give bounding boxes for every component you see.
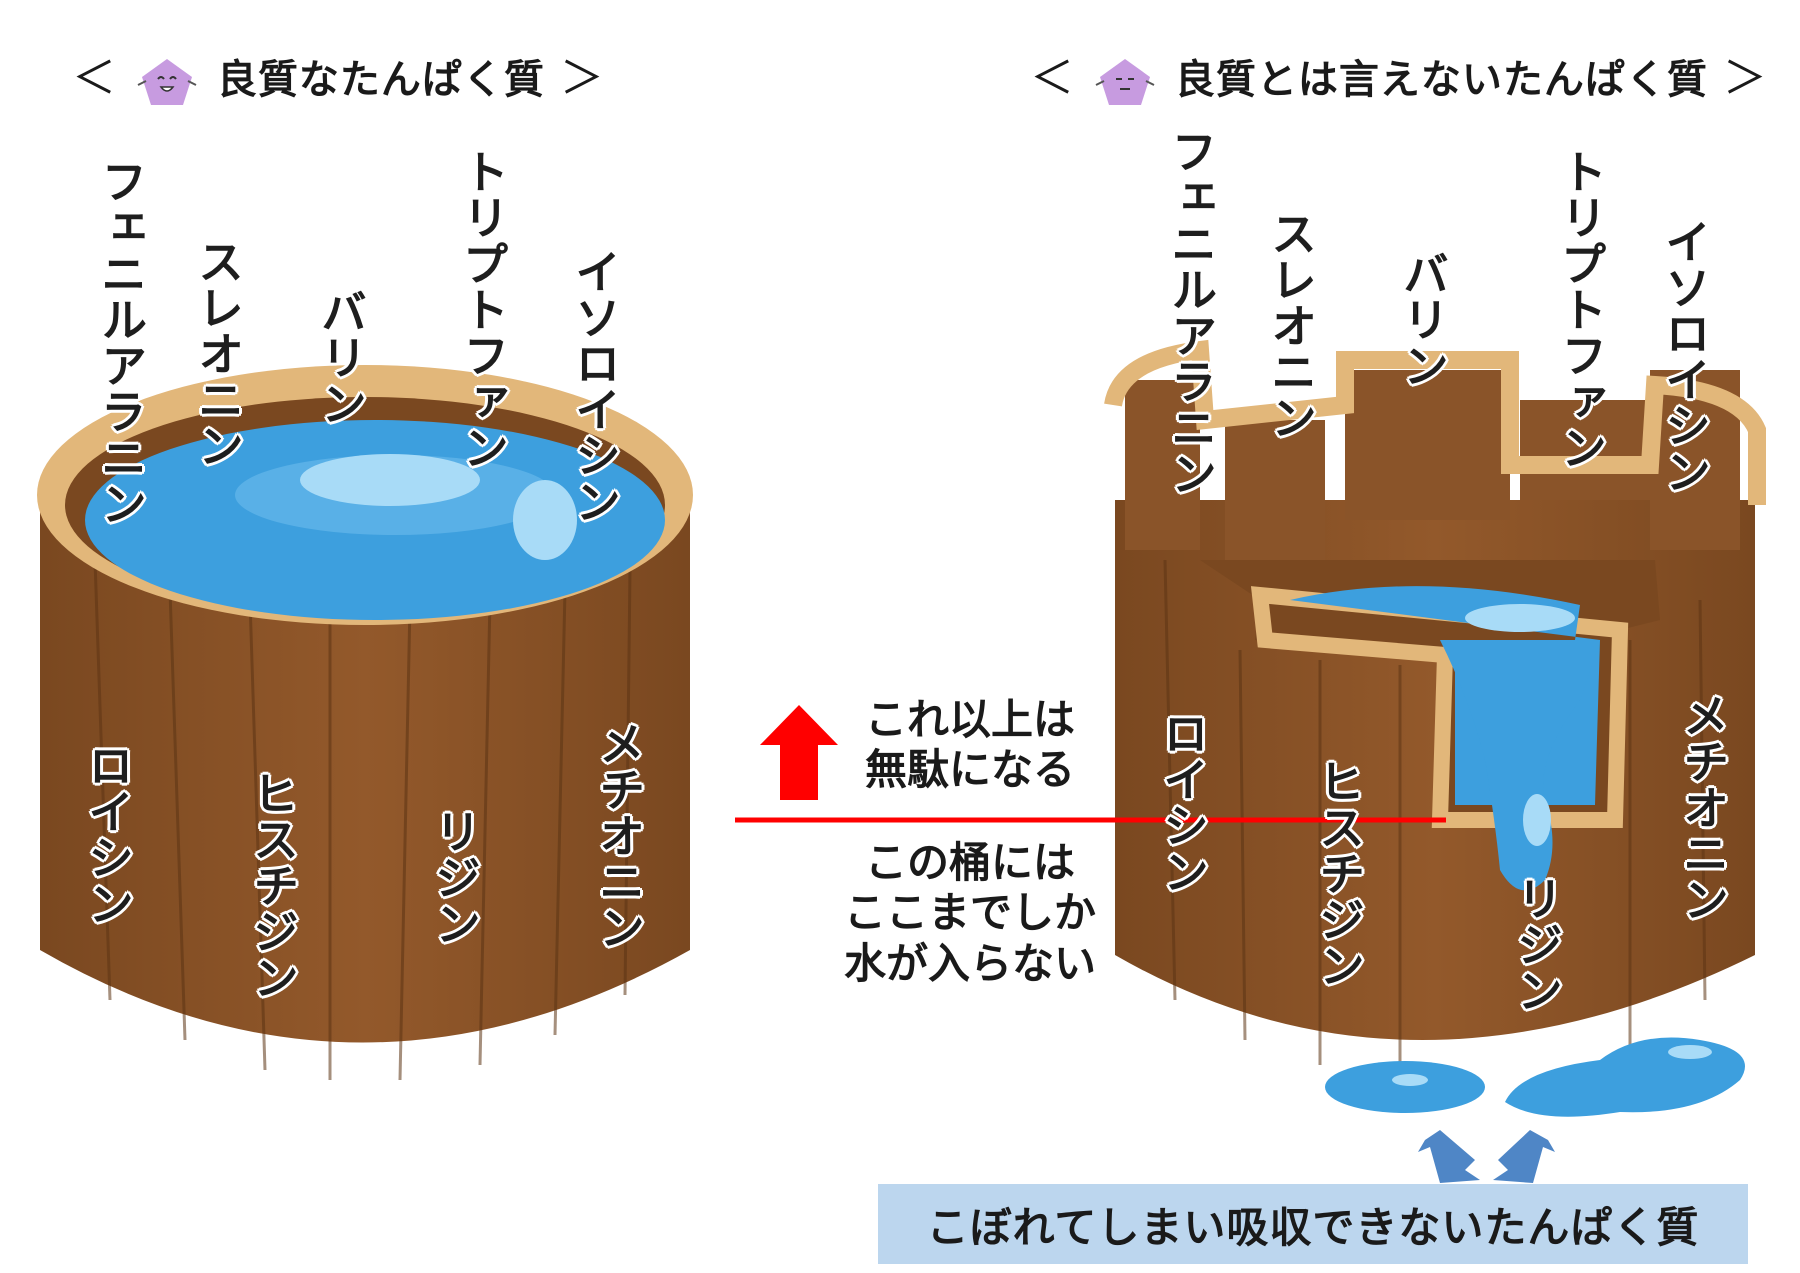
left-title-text: 良質なたんぱく質: [216, 57, 545, 103]
right-stave-valine: バリン: [1396, 250, 1450, 388]
right-title: ＜ 良質とは言えないたんぱく質 ＞: [1030, 42, 1768, 109]
left-stave-isoleucine: イソロイシン: [568, 248, 622, 524]
left-stave-methionine: メチオニン: [592, 720, 646, 950]
capacity-note-line-3: 水が入らない: [843, 938, 1096, 988]
right-stave-isoleucine: イソロイシン: [1658, 218, 1712, 494]
right-title-text: 良質とは言えないたんぱく質: [1174, 57, 1708, 103]
left-stave-lysine: リジン: [428, 808, 482, 946]
left-stave-leucine: ロイシン: [81, 742, 135, 926]
left-title: ＜ 良質なたんぱく質 ＞: [72, 42, 605, 109]
left-stave-histidine: ヒスチジン: [246, 770, 300, 1000]
spilled-water: [1325, 1037, 1745, 1117]
left-barrel: [37, 365, 693, 1081]
right-stave-leucine: ロイシン: [1156, 710, 1210, 894]
left-stave-tryptophan: トリプトファン: [456, 148, 510, 470]
spill-caption: こぼれてしまい吸収できないたんぱく質: [878, 1184, 1748, 1264]
capacity-note: この桶には ここまでしか 水が入らない: [805, 838, 1135, 989]
up-arrow-icon: [760, 705, 838, 800]
right-stave-methionine: メチオニン: [1676, 692, 1730, 922]
overflow-note-line-1: これ以上は: [864, 695, 1075, 744]
neutral-pentagon-icon: [1095, 59, 1155, 105]
capacity-note-line-2: ここまでしか: [843, 888, 1096, 938]
left-stave-threonine: スレオニン: [191, 238, 245, 468]
happy-pentagon-icon: [137, 59, 197, 105]
right-stave-histidine: ヒスチジン: [1312, 758, 1366, 988]
right-stave-phenylalanine: フェニルアラニン: [1164, 128, 1218, 496]
right-stave-lysine: リジン: [1510, 875, 1564, 1013]
overflow-note-line-2: 無駄になる: [864, 745, 1075, 795]
spill-arrows-icon: [1418, 1130, 1555, 1183]
right-stave-threonine: スレオニン: [1264, 210, 1318, 440]
overflow-note: これ以上は 無駄になる: [840, 695, 1100, 796]
left-stave-valine: バリン: [314, 288, 368, 426]
right-stave-tryptophan: トリプトファン: [1554, 148, 1608, 470]
left-stave-phenylalanine: フェニルアラニン: [94, 158, 148, 526]
capacity-note-line-1: この桶には: [864, 838, 1075, 887]
